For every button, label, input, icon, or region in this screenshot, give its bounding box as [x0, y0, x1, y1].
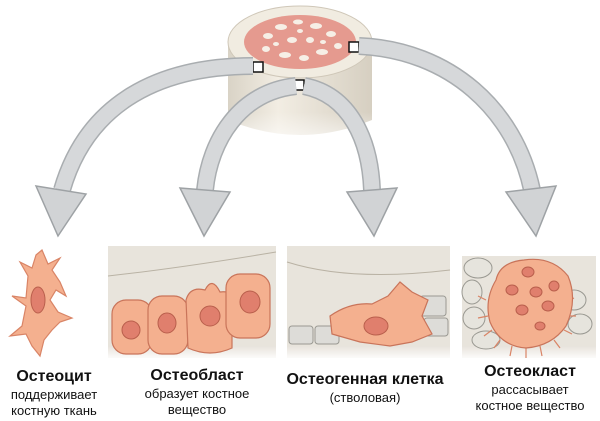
osteocyte-label: Остеоцит поддерживает костную ткань: [0, 367, 108, 420]
osteocyte-desc2: костную ткань: [11, 403, 97, 419]
osteogenic-label: Остеогенная клетка (стволовая): [270, 370, 460, 406]
osteoblast-desc: образует костное: [144, 386, 250, 401]
arrow-to-osteoclast-icon: [358, 37, 558, 238]
osteoblast-panel-icon: [107, 246, 277, 360]
arrow-to-osteocyte-icon: [34, 57, 254, 238]
osteogenic-panel-icon: [286, 246, 451, 360]
osteoblast-desc2: вещество: [167, 402, 227, 418]
osteogenic-name: Остеогенная клетка: [286, 371, 444, 388]
osteoblast-name: Остеобласт: [150, 367, 244, 384]
osteoblast-label: Остеобласт образует костное вещество: [112, 366, 282, 419]
arrow-to-osteogenic-icon: [301, 77, 399, 238]
osteoclast-desc2: костное вещество: [475, 398, 585, 414]
osteocyte-cell-icon: [8, 249, 74, 358]
osteocyte-desc: поддерживает: [10, 387, 98, 402]
bone-cross-section-icon: [222, 5, 378, 157]
osteoclast-panel-icon: [461, 256, 596, 360]
arrow-to-osteoblast-icon: [178, 77, 298, 238]
osteocyte-name: Остеоцит: [16, 368, 92, 385]
osteoclast-name: Остеокласт: [484, 363, 576, 380]
osteoclast-label: Остеокласт рассасывает костное вещество: [460, 362, 600, 415]
osteoclast-desc: рассасывает: [491, 382, 569, 397]
osteogenic-desc: (стволовая): [329, 390, 401, 405]
